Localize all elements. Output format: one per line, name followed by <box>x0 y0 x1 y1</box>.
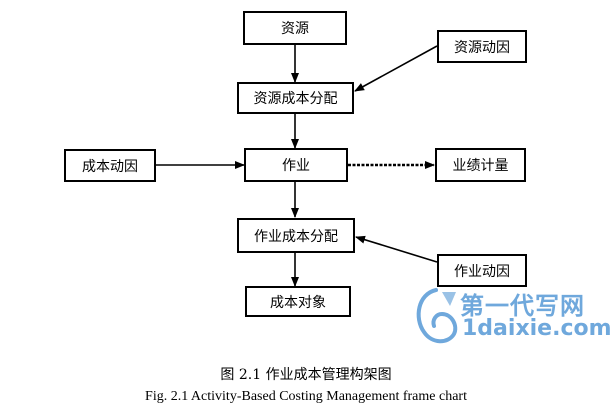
node-resource-driver: 资源动因 <box>437 30 527 63</box>
watermark-chinese-text: 第一代写网 <box>460 292 585 320</box>
watermark-swirl-icon <box>416 288 458 344</box>
watermark-logo <box>416 288 458 344</box>
watermark-english-text: 1daixie.com <box>462 316 612 341</box>
node-resource: 资源 <box>243 11 347 45</box>
node-activity-cost-allocation: 作业成本分配 <box>237 218 355 253</box>
node-cost-driver: 成本动因 <box>64 149 156 182</box>
edge-activity-driver-to-allocation <box>355 235 438 263</box>
node-resource-cost-allocation: 资源成本分配 <box>237 82 354 114</box>
figure-caption-english: Fig. 2.1 Activity-Based Costing Manageme… <box>145 389 467 404</box>
edge-resource-driver-to-allocation <box>354 45 438 92</box>
figure-caption-chinese: 图 2.1 作业成本管理构架图 <box>220 367 392 383</box>
node-activity: 作业 <box>244 148 348 182</box>
node-performance-measurement: 业绩计量 <box>435 148 526 182</box>
node-activity-driver: 作业动因 <box>437 254 527 287</box>
node-cost-object: 成本对象 <box>245 286 351 317</box>
